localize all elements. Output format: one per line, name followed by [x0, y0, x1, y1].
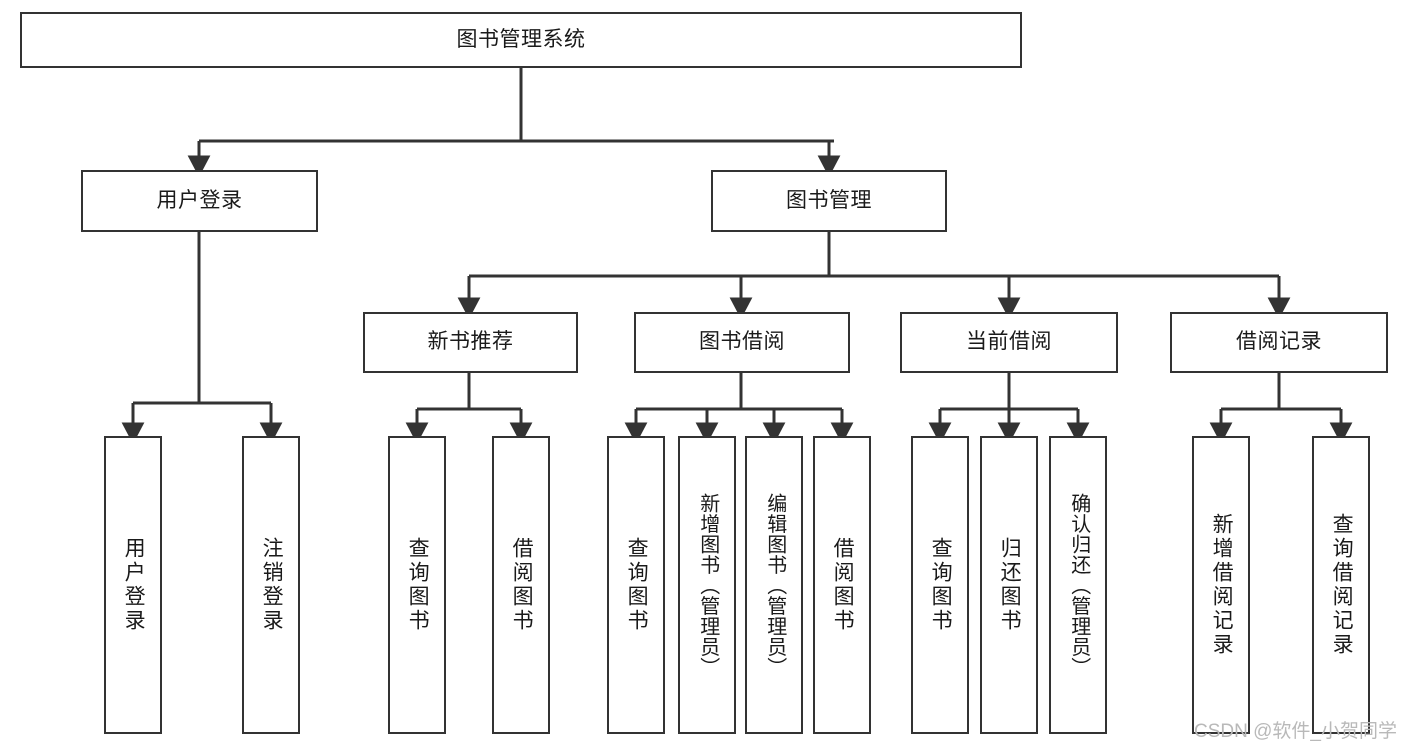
- node-label: 查询图书: [929, 537, 953, 633]
- node-label: 用户登录: [122, 537, 146, 633]
- leaf-query-book-current-borrow[interactable]: 查询图书: [911, 436, 969, 734]
- node-book-borrowing[interactable]: 图书借阅: [634, 312, 850, 373]
- node-book-management[interactable]: 图书管理: [711, 170, 947, 232]
- node-user-login[interactable]: 用户登录: [81, 170, 318, 232]
- leaf-add-borrow-record[interactable]: 新增借阅记录: [1192, 436, 1250, 734]
- node-root-book-management-system[interactable]: 图书管理系统: [20, 12, 1022, 68]
- node-label: 图书管理系统: [456, 27, 586, 51]
- leaf-logout-login[interactable]: 注销登录: [242, 436, 300, 734]
- node-label: 注销登录: [260, 537, 284, 633]
- node-label: 新书推荐: [427, 330, 514, 354]
- node-label: 借阅图书: [510, 537, 534, 633]
- leaf-query-book-new-book-rec[interactable]: 查询图书: [388, 436, 446, 734]
- watermark-text: CSDN @软件_小贺同学: [1194, 721, 1397, 742]
- leaf-query-borrow-record[interactable]: 查询借阅记录: [1312, 436, 1370, 734]
- leaf-confirm-return-admin[interactable]: 确认归还（管理员）: [1049, 436, 1107, 734]
- node-label: 用户登录: [156, 188, 243, 212]
- leaf-user-login[interactable]: 用户登录: [104, 436, 162, 734]
- leaf-borrow-book-new-book-rec[interactable]: 借阅图书: [492, 436, 550, 734]
- node-label: 借阅记录: [1236, 330, 1322, 354]
- leaf-borrow-book-book-borrow[interactable]: 借阅图书: [813, 436, 871, 734]
- node-label: 查询借阅记录: [1330, 513, 1354, 657]
- node-label: 借阅图书: [831, 537, 855, 633]
- node-label: 图书管理: [786, 188, 872, 212]
- node-label: 查询图书: [625, 537, 649, 633]
- node-label: 编辑图书（管理员）: [763, 492, 786, 678]
- node-borrowing-record[interactable]: 借阅记录: [1170, 312, 1388, 373]
- node-label: 图书借阅: [699, 330, 785, 354]
- leaf-add-book-admin[interactable]: 新增图书（管理员）: [678, 436, 736, 734]
- leaf-edit-book-admin[interactable]: 编辑图书（管理员）: [745, 436, 803, 734]
- leaf-return-book[interactable]: 归还图书: [980, 436, 1038, 734]
- node-label: 新增借阅记录: [1210, 513, 1234, 657]
- node-current-borrowing[interactable]: 当前借阅: [900, 312, 1118, 373]
- leaf-query-book-book-borrow[interactable]: 查询图书: [607, 436, 665, 734]
- node-label: 确认归还（管理员）: [1067, 492, 1090, 678]
- node-label: 归还图书: [998, 537, 1022, 633]
- node-label: 查询图书: [406, 537, 430, 633]
- node-label: 新增图书（管理员）: [696, 492, 719, 678]
- node-label: 当前借阅: [966, 330, 1052, 354]
- node-new-book-recommendation[interactable]: 新书推荐: [363, 312, 578, 373]
